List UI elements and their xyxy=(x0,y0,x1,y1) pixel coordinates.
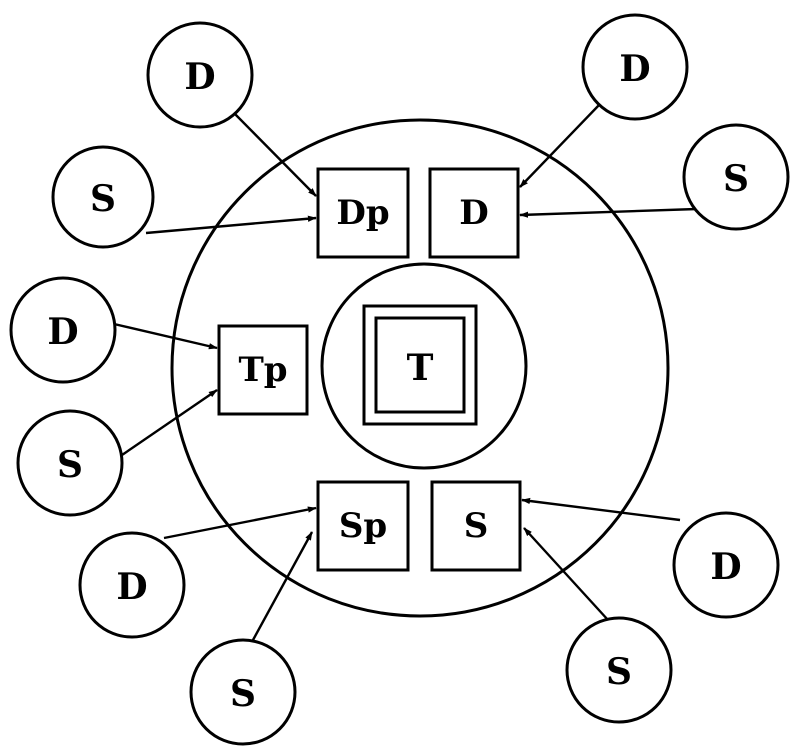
node-s-mid-left: S xyxy=(16,409,124,517)
arrow-s-bottom-right-to-s xyxy=(523,527,609,621)
inner-ring xyxy=(320,262,528,470)
arrow-s-upper-right-to-d xyxy=(519,207,698,218)
node-d-mid-left: D xyxy=(9,276,117,384)
node-s-upper-right: S xyxy=(682,123,790,231)
arrow-d-top-left-to-dp xyxy=(232,111,317,197)
arrow-d-bottom-left-to-sp xyxy=(163,506,317,540)
arrow-s-upper-left-to-dp xyxy=(145,215,317,235)
node-d-mid-left-label: D xyxy=(47,311,78,353)
node-d-top-right: D xyxy=(581,13,689,121)
box-sp: Sp xyxy=(316,480,410,572)
arrow-s-mid-left-to-tp xyxy=(121,389,218,456)
node-d-bottom-left-label: D xyxy=(116,566,147,608)
node-s-mid-left-label: S xyxy=(57,444,83,486)
node-s-upper-left-label: S xyxy=(90,178,116,220)
box-tp-label: Tp xyxy=(238,350,287,390)
box-s: S xyxy=(430,480,522,572)
arrow-d-mid-left-to-tp xyxy=(113,322,218,350)
box-s-label: S xyxy=(464,506,489,546)
node-d-bottom-right: D xyxy=(672,511,780,619)
center-t-label: T xyxy=(407,347,434,389)
node-d-bottom-left: D xyxy=(78,531,186,639)
node-d-bottom-right-label: D xyxy=(710,546,741,588)
box-sp-label: Sp xyxy=(339,506,387,546)
arrow-s-bottom-left-to-sp xyxy=(251,531,314,641)
node-s-bottom-left-label: S xyxy=(230,673,256,715)
box-tp: Tp xyxy=(217,324,309,416)
node-s-upper-left: S xyxy=(51,145,155,249)
node-s-bottom-right-label: S xyxy=(606,651,632,693)
node-s-upper-right-label: S xyxy=(723,158,749,200)
arrow-d-top-right-to-d xyxy=(519,103,601,188)
outer-ring xyxy=(170,118,670,618)
box-d: D xyxy=(428,167,520,259)
node-s-bottom-right: S xyxy=(565,616,673,724)
node-d-top-left-label: D xyxy=(184,56,215,98)
node-d-top-right-label: D xyxy=(619,48,650,90)
box-dp: Dp xyxy=(316,167,410,259)
node-d-top-left: D xyxy=(146,21,254,129)
node-s-bottom-left: S xyxy=(189,638,297,746)
center-t-box: T xyxy=(362,304,478,426)
arrow-d-bottom-right-to-s xyxy=(521,497,681,522)
box-d-label: D xyxy=(459,193,488,233)
box-dp-label: Dp xyxy=(336,193,389,233)
